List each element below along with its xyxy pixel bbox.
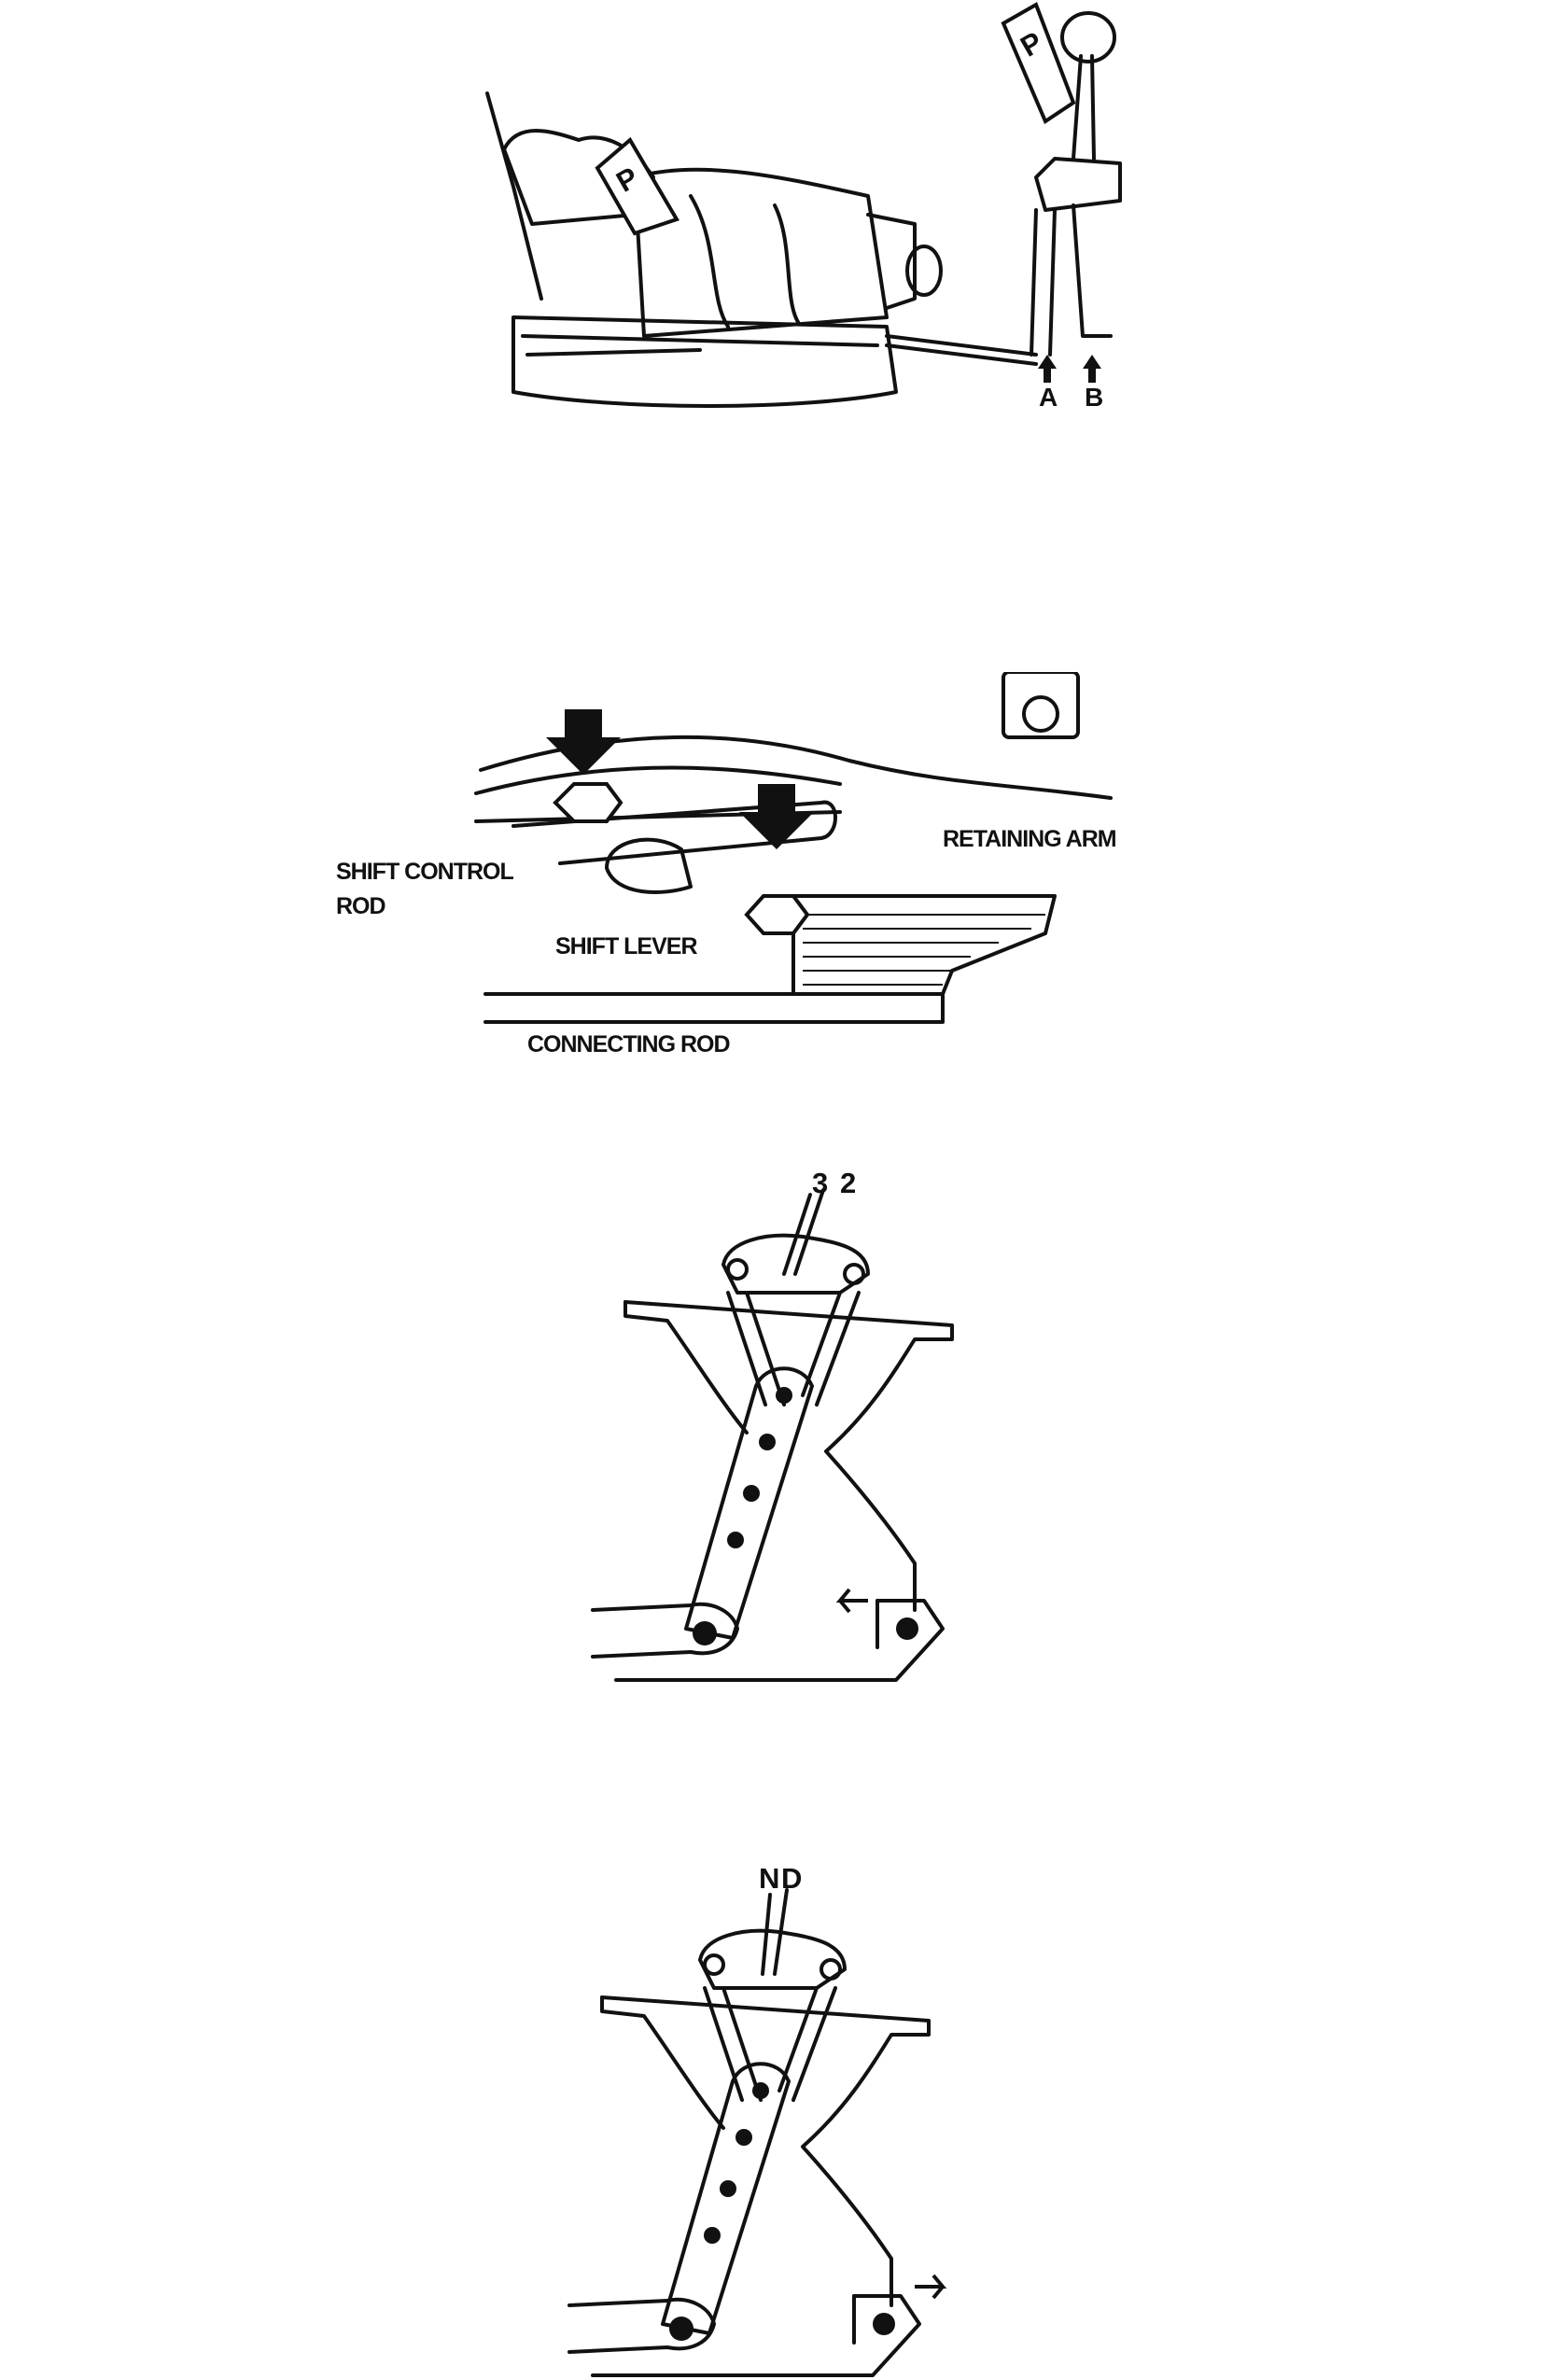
mark-2: 2: [840, 1167, 856, 1199]
mark-n: N: [759, 1862, 779, 1895]
label-connecting-rod: CONNECTING ROD: [527, 1031, 731, 1057]
transmission-drawing: [485, 2, 1122, 408]
label-shift-control-rod-2: ROD: [336, 893, 386, 919]
transmission-figure: P P A B: [476, 0, 1129, 448]
arrow-label-a: A: [1039, 383, 1058, 412]
linkage-drawing: [474, 672, 1113, 1024]
detent-drawing-n-d: [567, 1888, 947, 2377]
arrow-label-b: B: [1085, 383, 1103, 412]
detent-figure-3-2: 3 2: [560, 1167, 971, 1703]
linkage-figure: SHIFT CONTROL ROD SHIFT LEVER RETAINING …: [336, 672, 1232, 1111]
detent-drawing-3-2: [591, 1188, 954, 1682]
mark-d: D: [781, 1862, 802, 1895]
label-shift-lever: SHIFT LEVER: [555, 933, 698, 959]
label-shift-control-rod: SHIFT CONTROL: [336, 859, 514, 885]
mark-3: 3: [812, 1167, 828, 1199]
label-retaining-arm: RETAINING ARM: [943, 826, 1117, 852]
detent-figure-n-d: N D: [546, 1857, 957, 2380]
